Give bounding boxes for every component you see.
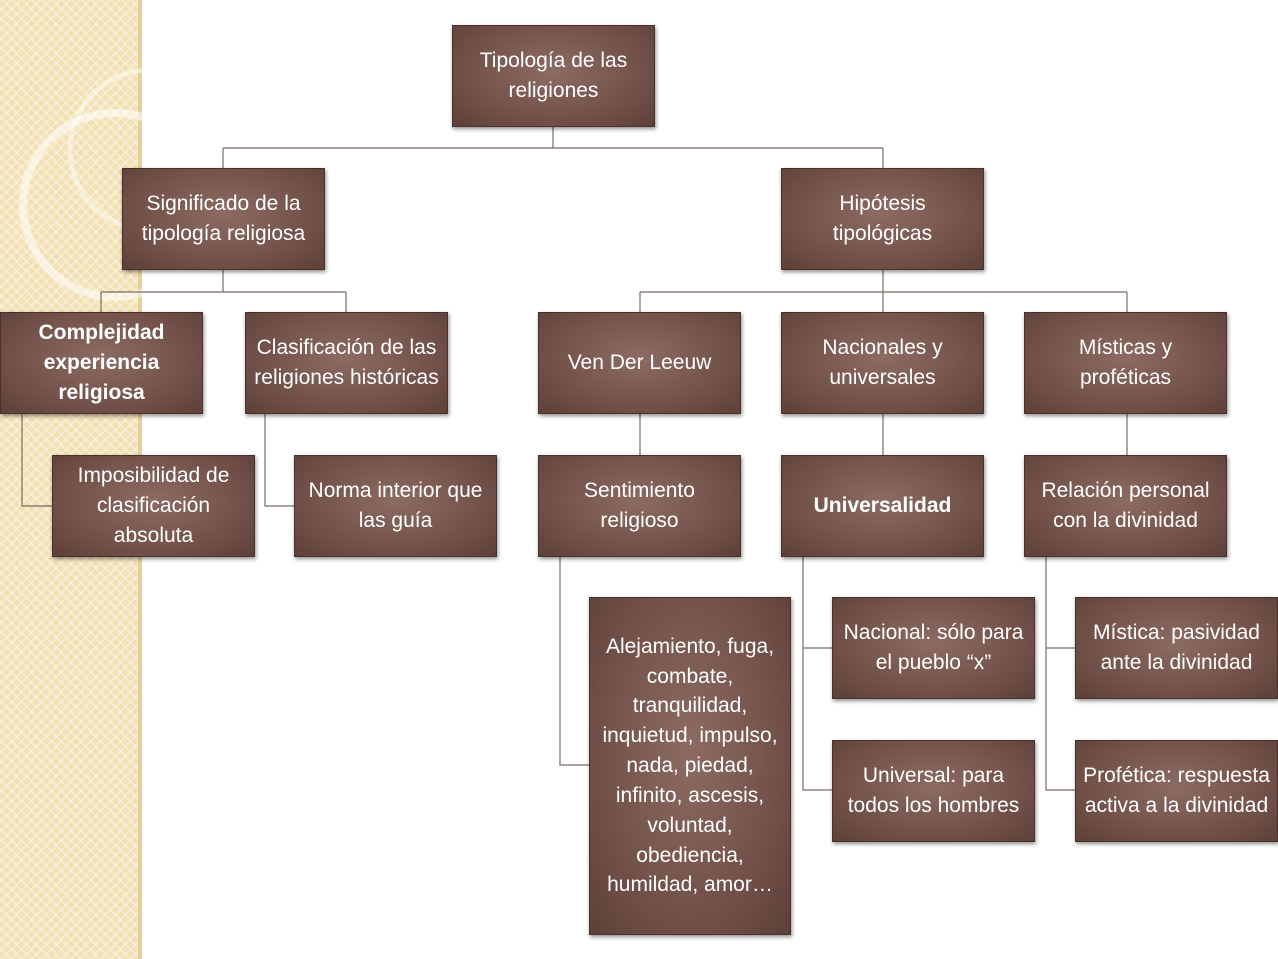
root-node: Tipología de las religiones: [452, 25, 655, 127]
ven-der-leeuw-node: Ven Der Leeuw: [538, 312, 741, 414]
mistica-node: Mística: pasividad ante la divinidad: [1075, 597, 1278, 699]
nacionales-universales-node: Nacionales y universales: [781, 312, 984, 414]
connector: [802, 557, 832, 791]
nacional-node: Nacional: sólo para el pueblo “x”: [832, 597, 1035, 699]
imposibilidad-node: Imposibilidad de clasificación absoluta: [52, 455, 255, 557]
sentimientos-list-node: Alejamiento, fuga, combate, tranquilidad…: [589, 597, 791, 935]
profetica-node: Profética: respuesta activa a la divinid…: [1075, 740, 1278, 842]
branch-significado-node: Significado de la tipología religiosa: [122, 168, 325, 270]
connector: [559, 557, 589, 766]
clasificacion-node: Clasificación de las religiones históric…: [245, 312, 448, 414]
sentimiento-religioso-node: Sentimiento religioso: [538, 455, 741, 557]
complejidad-node: Complejidad experiencia religiosa: [0, 312, 203, 414]
branch-hipotesis-node: Hipótesis tipológicas: [781, 168, 984, 270]
universalidad-node: Universalidad: [781, 455, 984, 557]
misticas-profeticas-node: Místicas y proféticas: [1024, 312, 1227, 414]
connector: [264, 414, 294, 507]
norma-interior-node: Norma interior que las guía: [294, 455, 497, 557]
universal-node: Universal: para todos los hombres: [832, 740, 1035, 842]
relacion-personal-node: Relación personal con la divinidad: [1024, 455, 1227, 557]
connector: [1045, 557, 1075, 791]
